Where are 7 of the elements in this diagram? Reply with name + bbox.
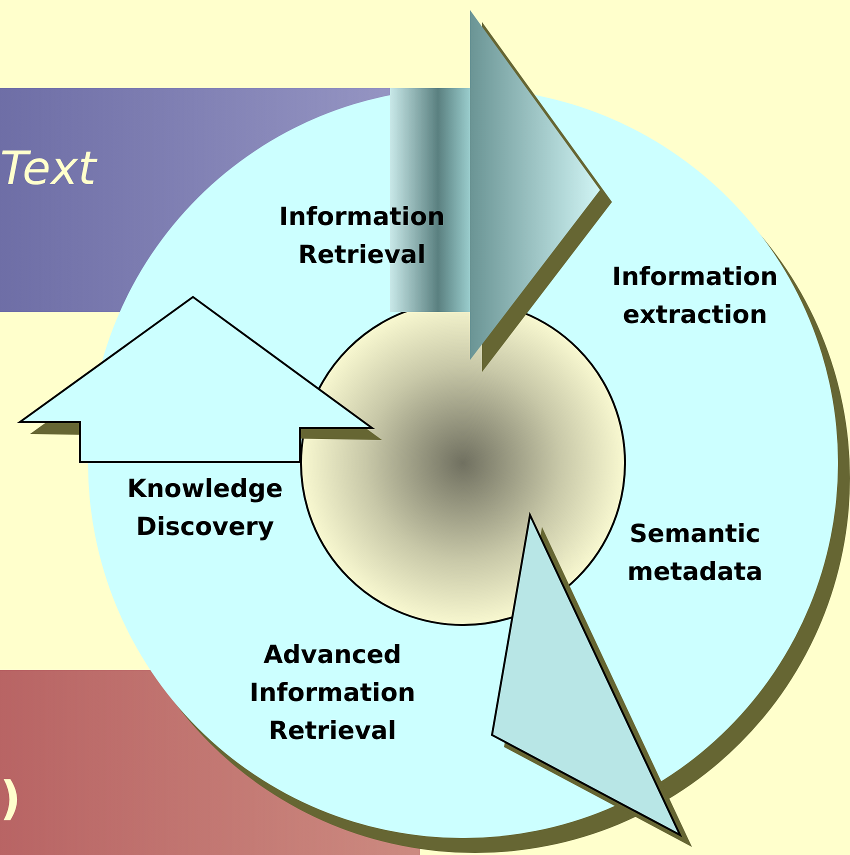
stage-label: Semantic metadata [626,518,764,588]
stage-label: Knowledge Discovery [126,473,284,543]
stage-label: Advanced Information Retrieval [248,639,416,747]
stage-label: Information extraction [611,261,779,331]
stage-label: Information Retrieval [278,201,446,271]
band-title: ) [0,770,22,826]
band-title: Text [0,140,98,196]
